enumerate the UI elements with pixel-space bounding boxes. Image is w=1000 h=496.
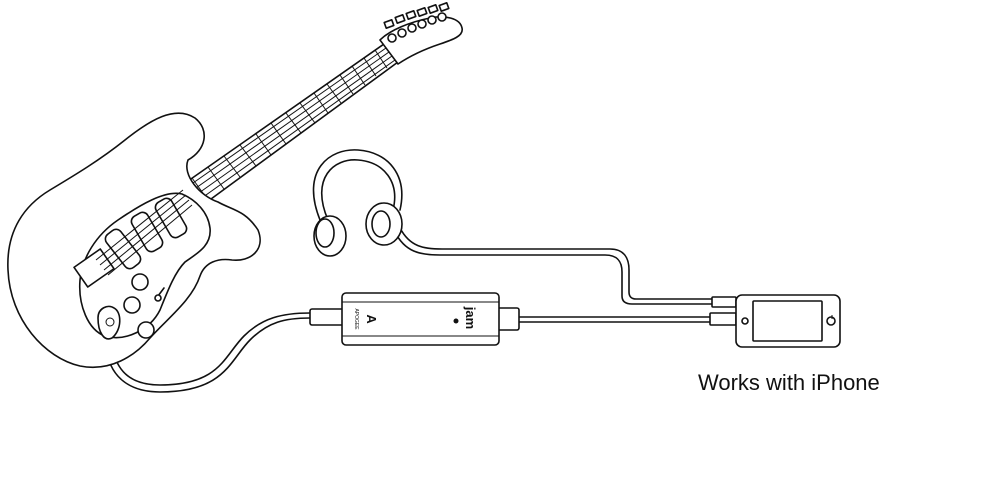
guitar-pickup-bridge (104, 228, 142, 270)
iphone-home-button (826, 316, 836, 326)
guitar-icon (7, 2, 463, 368)
guitar-output-jack (97, 305, 121, 340)
headphones-icon (312, 149, 403, 257)
iphone-screen (752, 300, 823, 342)
caption-text: Works with iPhone (698, 370, 880, 395)
guitar-pickup-middle (130, 211, 164, 253)
headphone-cable (394, 231, 713, 305)
iphone-camera (741, 317, 749, 325)
guitar-cable (104, 317, 311, 393)
guitar-tuning-pegs (383, 2, 450, 43)
interface-status-led (453, 318, 459, 324)
headphones-band-outer (312, 149, 403, 221)
interface-model-label: jam (463, 306, 478, 329)
iphone-icon (709, 294, 841, 348)
guitar-cable-inner (112, 312, 311, 386)
interface-body (341, 292, 500, 346)
headphones-band-inner (320, 159, 396, 221)
interface-icon: A APOGEE jam (309, 292, 520, 346)
interface-input-plug (309, 308, 345, 326)
interface-brand-name: APOGEE (353, 308, 359, 330)
guitar-volume-knob (131, 273, 149, 291)
iphone-headphone-plug (711, 296, 737, 308)
iphone-lightning-plug (709, 312, 737, 326)
guitar-tone-knob-1 (123, 296, 141, 314)
guitar-pickup-neck (154, 197, 188, 239)
guitar-strings (182, 47, 396, 206)
headphone-cable-inner (399, 227, 713, 300)
guitar-tone-knob-2 (137, 321, 155, 339)
interface-brand-logo: A (364, 314, 379, 324)
guitar-body-strings (95, 189, 193, 276)
interface-output-plug (496, 307, 520, 331)
